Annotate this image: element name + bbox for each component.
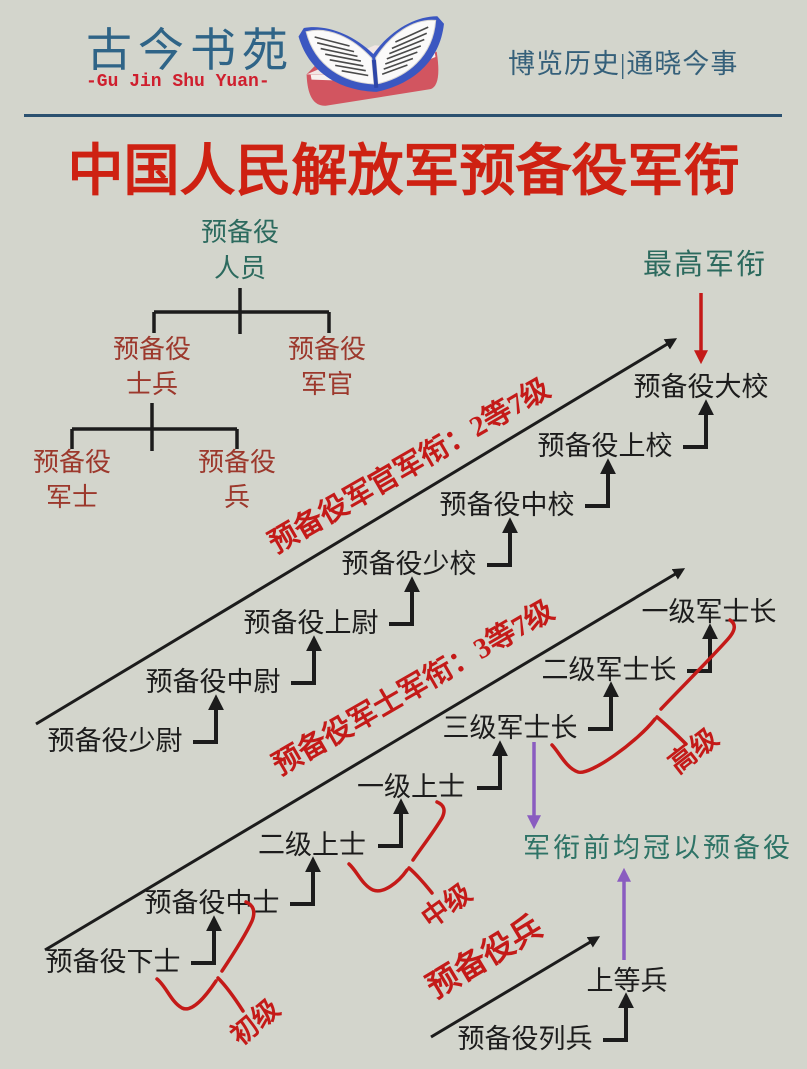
step-connector: [585, 458, 616, 508]
step-connector: [191, 915, 222, 965]
tree-officer-branch-line2: 军官: [301, 370, 353, 399]
tree-soldier-branch-line2: 士兵: [126, 370, 178, 399]
step-connector: [291, 635, 322, 685]
rank-label: 预备役上尉: [244, 608, 379, 638]
tree-soldier-branch-line1: 预备役: [113, 335, 191, 364]
step-connector: [477, 740, 508, 790]
rank-label: 预备役大校: [634, 372, 769, 402]
soldier-diagonal-arrow: [430, 936, 601, 1039]
senior-grade-brace: [550, 618, 736, 774]
rank-label: 预备役中士: [145, 888, 280, 918]
book-spine: [371, 59, 379, 89]
step-connector: [290, 856, 321, 906]
rank-label: 预备役中尉: [146, 667, 281, 697]
brand-name: 古今书苑: [86, 25, 294, 76]
org-tree: 预备役 人员 预备役 士兵 预备役 军官 预备役 军士 预备役 兵: [33, 218, 366, 512]
rank-label: 预备役少尉: [48, 726, 183, 756]
step-connector: [603, 992, 634, 1042]
junior-grade-label: 初级: [224, 992, 285, 1050]
tree-branch-lines-level2: [70, 403, 239, 451]
rank-label: 预备役上校: [538, 431, 673, 461]
annotation-group: 军衔前均冠以预备役: [523, 742, 793, 960]
tree-branch-lines-level1: [152, 288, 331, 334]
header-tagline: 博览历史|通晓今事: [508, 49, 739, 79]
open-book-logo: [298, 16, 444, 106]
junior-grade-brace: [155, 900, 256, 1013]
step-connector: [588, 681, 619, 731]
step-connector: [487, 517, 518, 567]
poster-title: 中国人民解放军预备役军衔: [67, 141, 740, 203]
highest-rank-callout: 最高军衔: [643, 248, 767, 365]
highest-rank-label: 最高军衔: [643, 248, 767, 281]
officer-diagonal-arrow: [35, 338, 678, 726]
open-book: [298, 16, 444, 92]
middle-grade-brace: [347, 800, 446, 895]
tree-root-line2: 人员: [214, 254, 266, 283]
rank-label: 上等兵: [587, 966, 668, 996]
rank-label: 二级军士长: [542, 655, 677, 685]
nco-diagonal-arrow: [44, 568, 686, 952]
brand-romanization: -Gu Jin Shu Yuan-: [86, 72, 270, 92]
book-text-lines: [314, 26, 429, 77]
tree-root-line1: 预备役: [201, 218, 279, 247]
rank-label: 一级上士: [357, 772, 465, 802]
tree-officer-branch-line1: 预备役: [288, 335, 366, 364]
rank-label: 预备役下士: [46, 947, 181, 977]
step-connector: [687, 623, 718, 673]
rank-label: 二级上士: [258, 830, 366, 860]
step-connector: [683, 399, 714, 449]
rank-label: 三级军士长: [443, 713, 578, 743]
rank-label: 一级军士长: [642, 597, 777, 627]
step-connector: [389, 576, 420, 626]
header-divider: [24, 114, 782, 117]
tree-enlisted-leaf-line2: 兵: [224, 483, 250, 512]
rank-label: 预备役少校: [342, 549, 477, 579]
step-connector: [193, 694, 224, 744]
rank-label: 预备役中校: [440, 490, 575, 520]
rank-label: 预备役列兵: [458, 1024, 593, 1054]
tree-nco-leaf-line2: 军士: [46, 483, 98, 512]
tree-nco-leaf-line1: 预备役: [33, 448, 111, 477]
annotation-text: 军衔前均冠以预备役: [523, 833, 793, 863]
soldier-ladder: 预备役兵 预备役列兵 上等兵: [420, 908, 667, 1054]
tree-enlisted-leaf-line1: 预备役: [198, 448, 276, 477]
step-connector: [378, 798, 409, 848]
